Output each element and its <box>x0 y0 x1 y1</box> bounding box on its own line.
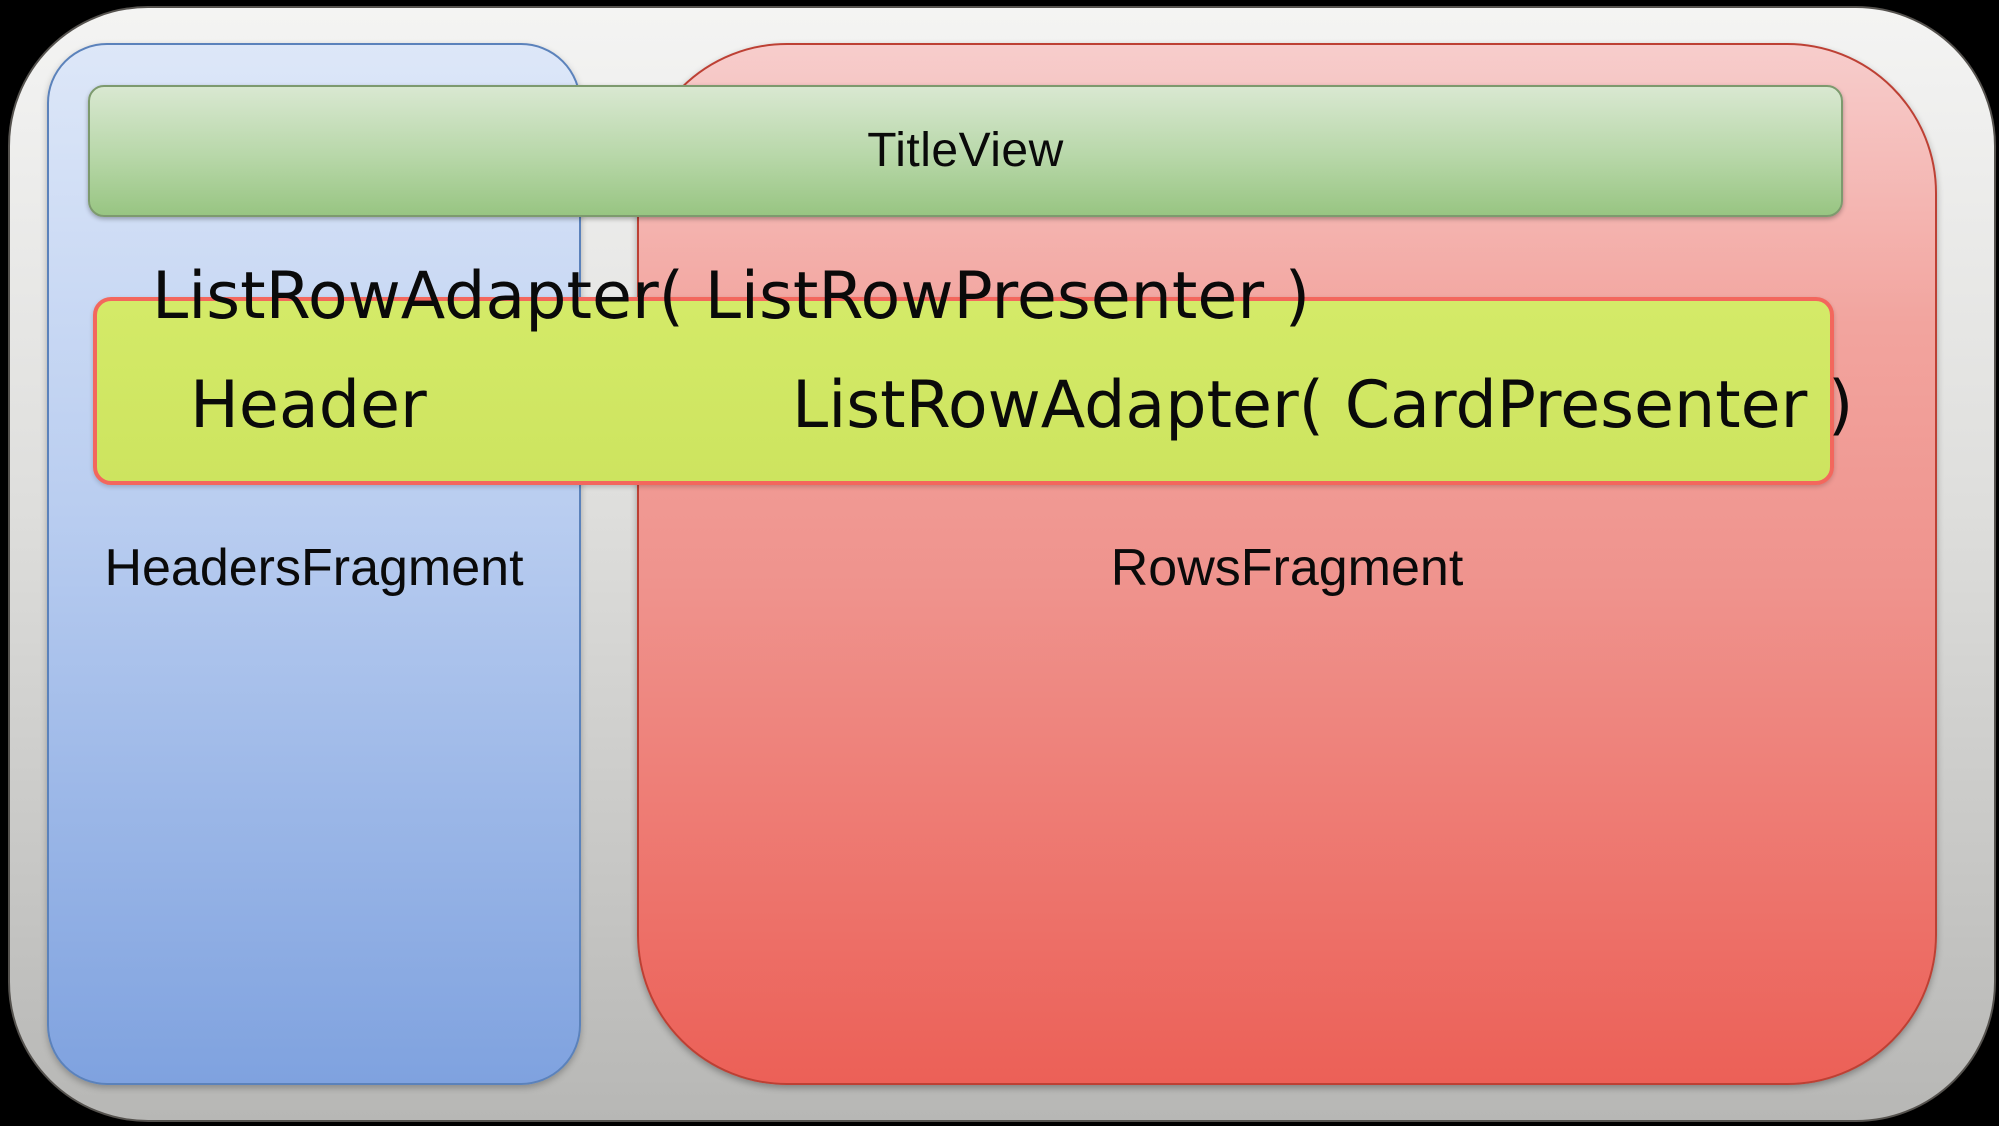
title-view-label: TitleView <box>867 124 1064 177</box>
rows-fragment-label: RowsFragment <box>1110 539 1464 597</box>
list-row-adapter-box <box>93 297 1834 485</box>
list-row-adapter-card-text: ListRowAdapter( CardPresenter ) <box>792 368 1854 443</box>
headers-fragment-label: HeadersFragment <box>104 539 524 597</box>
list-row-adapter-presenter-text: ListRowAdapter( ListRowPresenter ) <box>152 259 1311 334</box>
title-view-bar: TitleView <box>88 85 1843 217</box>
header-cell-text: Header <box>190 368 427 443</box>
